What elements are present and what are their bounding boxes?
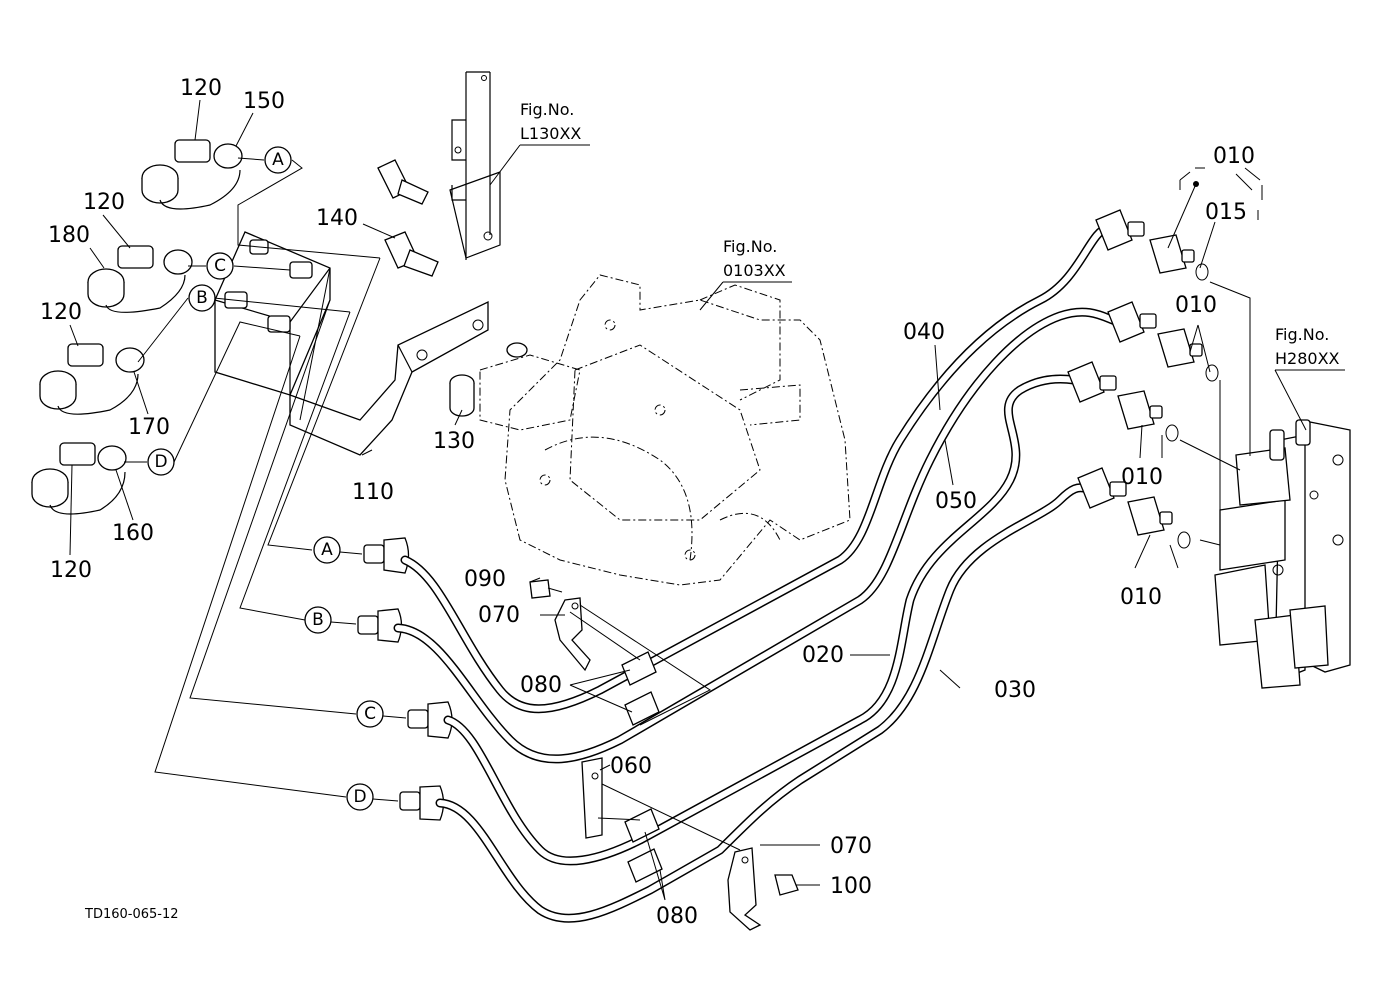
label-090: 090	[464, 567, 506, 592]
label-030: 030	[994, 678, 1036, 703]
svg-text:H280XX: H280XX	[1275, 349, 1340, 368]
marker-d-label: D	[154, 452, 167, 472]
svg-text:0103XX: 0103XX	[723, 261, 786, 280]
figure-ref-0103xx: Fig.No. 0103XX	[723, 237, 786, 280]
label-010-a: 010	[1175, 293, 1217, 318]
label-leaders	[69, 99, 1345, 901]
figure-ref-h280xx: Fig.No. H280XX	[1275, 325, 1340, 368]
svg-text:L130XX: L130XX	[520, 124, 581, 143]
spacer-130	[449, 342, 528, 417]
clamp-upper	[529, 579, 712, 726]
label-010-b: 010	[1121, 465, 1163, 490]
label-110: 110	[352, 480, 394, 505]
figure-ref-l130xx: Fig.No. L130XX	[520, 100, 581, 143]
drawing-code: TD160-065-12	[84, 907, 179, 922]
svg-text:D: D	[353, 787, 366, 807]
marker-a-lower: A	[313, 536, 410, 574]
svg-text:A: A	[321, 540, 333, 560]
clamp-lower	[581, 757, 799, 931]
label-180: 180	[48, 223, 90, 248]
label-160: 160	[112, 521, 154, 546]
kit-bracket-010	[1167, 167, 1263, 249]
marker-a-label: A	[272, 150, 284, 170]
distribution-block	[214, 231, 331, 396]
label-130: 130	[433, 429, 475, 454]
label-050: 050	[935, 489, 977, 514]
marker-d-lower: D	[346, 783, 445, 821]
label-070-b: 070	[830, 834, 872, 859]
label-060: 060	[610, 754, 652, 779]
marker-a-upper: A	[237, 146, 381, 259]
label-120-d: 120	[50, 558, 92, 583]
label-010-kit: 010	[1213, 144, 1255, 169]
label-015: 015	[1205, 200, 1247, 225]
bolt-140	[377, 159, 439, 277]
label-120-c: 120	[40, 300, 82, 325]
pipe-040	[400, 223, 1113, 714]
frame-rail	[449, 71, 501, 260]
svg-text:Fig.No.: Fig.No.	[1275, 325, 1329, 344]
label-120-a: 120	[180, 76, 222, 101]
pipe-050	[393, 307, 1123, 764]
pipe-020	[443, 374, 1079, 866]
label-070-a: 070	[478, 603, 520, 628]
label-010-c: 010	[1120, 585, 1162, 610]
marker-b-label: B	[196, 288, 208, 308]
svg-text:C: C	[364, 704, 376, 724]
part-labels: 120 150 120 180 120 170 160 120 140 110 …	[40, 76, 1255, 929]
label-170: 170	[128, 415, 170, 440]
svg-text:Fig.No.: Fig.No.	[520, 100, 574, 119]
marker-d-upper: D	[124, 321, 301, 476]
marker-c-lower: C	[356, 700, 453, 739]
svg-text:Fig.No.: Fig.No.	[723, 237, 777, 256]
label-150: 150	[243, 89, 285, 114]
label-080-b: 080	[656, 904, 698, 929]
label-140: 140	[316, 206, 358, 231]
marker-c-upper: C	[188, 252, 291, 280]
label-040: 040	[903, 320, 945, 345]
svg-text:B: B	[312, 610, 324, 630]
marker-b-lower: B	[304, 606, 403, 643]
label-020: 020	[802, 643, 844, 668]
bracket-110	[289, 300, 489, 456]
marker-b-upper: B	[137, 284, 351, 363]
label-120-b: 120	[83, 190, 125, 215]
engine-housing-outline	[479, 274, 851, 586]
marker-c-label: C	[214, 256, 226, 276]
right-fittings	[1067, 209, 1219, 549]
control-valve	[1179, 281, 1351, 689]
left-fittings	[31, 139, 243, 515]
label-100: 100	[830, 874, 872, 899]
label-080-a: 080	[520, 673, 562, 698]
pipe-030	[435, 483, 1089, 923]
leader-lines	[154, 257, 381, 798]
